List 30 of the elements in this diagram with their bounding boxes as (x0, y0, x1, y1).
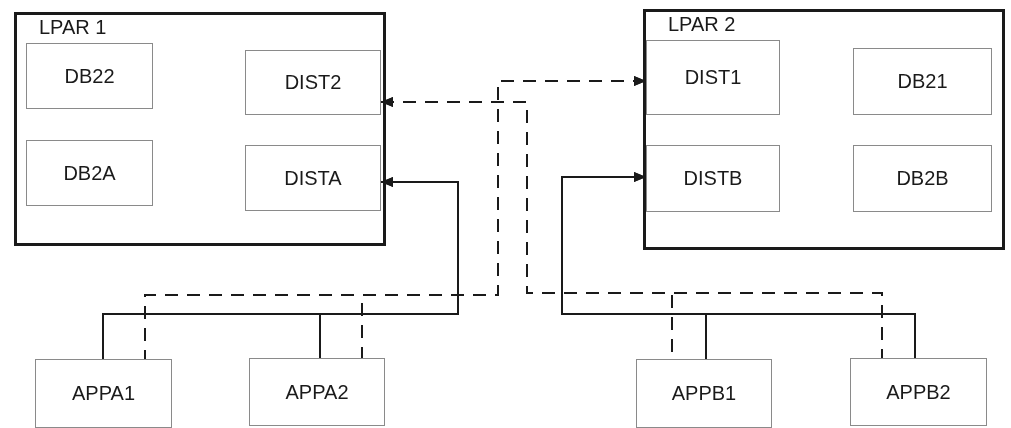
partition-label: LPAR 1 (39, 15, 107, 39)
subsystem-label: DISTB (683, 167, 743, 190)
subsystem-box (245, 145, 381, 211)
subsystem-box (636, 359, 772, 428)
partition-frame (643, 9, 1005, 250)
subsystem-label: DIST2 (284, 71, 342, 94)
subsystem-box (853, 48, 992, 115)
subsystem-box (245, 50, 381, 115)
subsystem-box (26, 140, 153, 206)
subsystem-label: APPA1 (72, 382, 135, 405)
partition-label: LPAR 2 (668, 12, 736, 36)
subsystem-box (646, 40, 780, 115)
subsystem-label: DB2A (63, 161, 116, 185)
subsystem-box (853, 145, 992, 212)
subsystem-box (850, 358, 987, 426)
subsystem-box (646, 145, 780, 212)
subsystem-box (249, 358, 385, 426)
subsystem-box (35, 359, 172, 428)
connector-arrow (561, 172, 916, 359)
partition-frame (14, 12, 386, 246)
subsystem-label: APPB2 (886, 380, 951, 404)
subsystem-label: DISTA (284, 166, 342, 190)
subsystem-label: APPA2 (285, 380, 349, 404)
connector-arrow (319, 177, 459, 359)
subsystem-box (26, 43, 153, 109)
subsystem-label: APPB1 (671, 382, 737, 405)
subsystem-label: DB22 (64, 64, 115, 88)
subsystem-label: DB2B (896, 167, 949, 190)
subsystem-label: DB21 (897, 70, 948, 93)
subsystem-label: DIST1 (684, 66, 742, 89)
